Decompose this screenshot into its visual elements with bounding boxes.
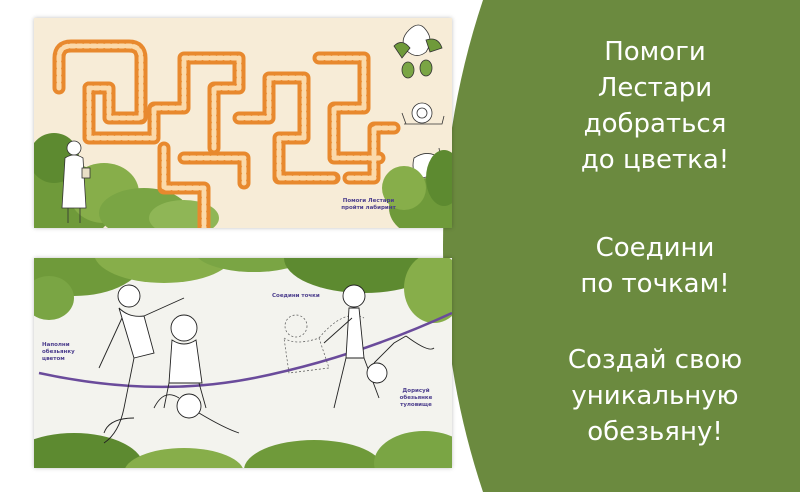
caption-line: обезьянку (42, 349, 75, 355)
caption-line: Дорисуй (402, 388, 430, 394)
headline-create: Создай свою уникальную обезьяну! (520, 342, 790, 450)
snail-icon (401, 102, 445, 125)
headline-line: Соедини (595, 233, 715, 263)
bushes-bottom (34, 431, 452, 468)
maze-spread: Помоги Лестари пройти лабиринт (34, 18, 452, 228)
headline-line: до цветка! (580, 145, 730, 175)
maze-illustration (34, 24, 452, 228)
left-bushes (34, 133, 219, 228)
monkey-standing (323, 284, 380, 409)
monkey-swinging-bottom (103, 393, 240, 434)
monkey-illustration (34, 258, 452, 468)
right-bushes (382, 150, 452, 228)
flower-icon (393, 24, 443, 79)
monkey-hanging-left (98, 284, 185, 444)
monkey-dots (283, 314, 365, 374)
caption-line: пройти лабиринт (341, 205, 396, 211)
caption-draw: Дорисуй обезьянке туловище (391, 388, 441, 409)
headline-line: Лестари (597, 73, 713, 103)
headline-line: уникальную (571, 381, 739, 411)
headline-line: обезьяну! (587, 417, 723, 447)
maze-paths (52, 39, 401, 228)
headline-line: Помоги (604, 37, 706, 67)
caption-line: туловище (400, 402, 432, 408)
monkey-spread: Наполни обезьянку цветом Соедини точки Д… (34, 258, 452, 468)
headline-line: по точкам! (580, 269, 730, 299)
headline-maze: Помоги Лестари добраться до цветка! (520, 34, 790, 178)
girl-icon (61, 140, 91, 223)
caption-color: Наполни обезьянку цветом (42, 342, 92, 363)
panel-curve (443, 0, 573, 492)
caption-line: Наполни (42, 342, 70, 348)
headline-line: Создай свою (567, 345, 743, 375)
caption-line: обезьянке (399, 395, 433, 401)
caption-line: Помоги Лестари (342, 198, 395, 204)
monkey-upside-down (366, 335, 435, 384)
caption-dots: Соедини точки (272, 293, 332, 300)
canopy-top (34, 258, 452, 323)
headline-line: добраться (583, 109, 727, 139)
vine-rope (38, 311, 452, 389)
monkey-sitting (163, 314, 207, 409)
caption-line: Соедини точки (272, 293, 320, 299)
headline-dots: Соедини по точкам! (520, 230, 790, 302)
maze-caption: Помоги Лестари пройти лабиринт (326, 198, 411, 212)
caption-line: цветом (42, 356, 65, 362)
